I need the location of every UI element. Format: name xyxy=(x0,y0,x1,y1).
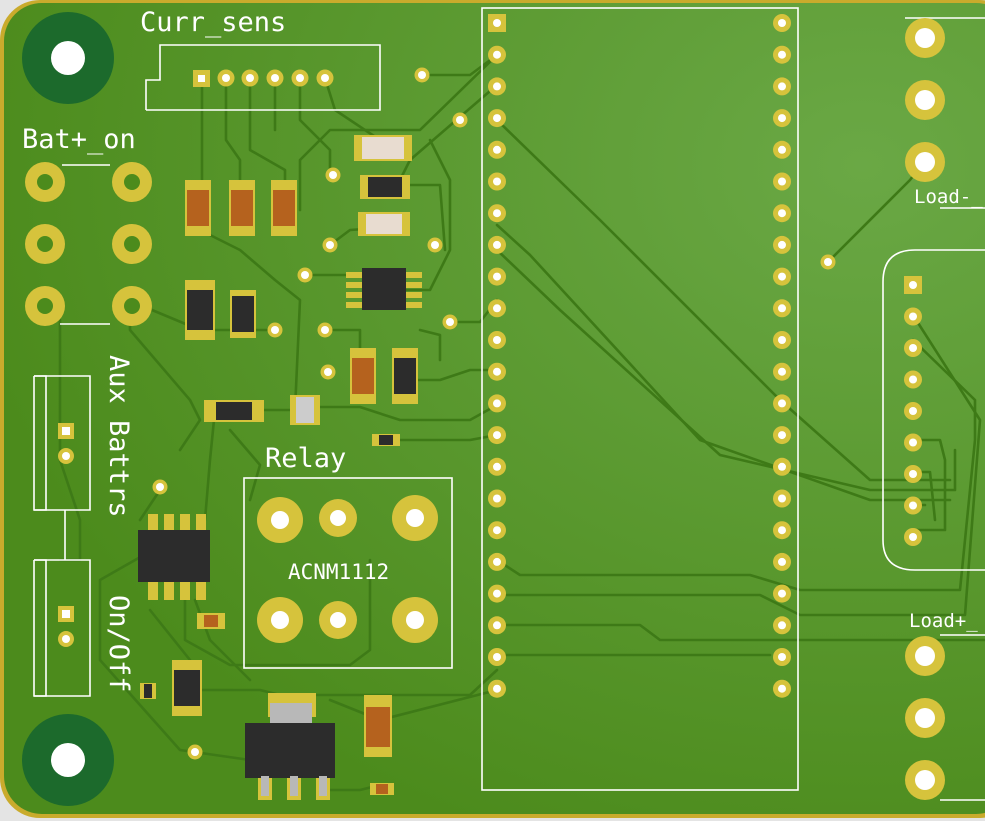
header-pin xyxy=(773,584,791,603)
header-pin xyxy=(488,14,506,32)
smd-resistors xyxy=(354,135,412,236)
ic-soic8-top xyxy=(346,268,422,310)
curr-sens-pins xyxy=(193,69,334,87)
via xyxy=(317,322,333,338)
header-pin xyxy=(488,521,506,540)
header-pin xyxy=(488,362,506,381)
load-minus-pads xyxy=(905,18,945,182)
header-pin xyxy=(773,394,791,413)
connector-pin xyxy=(904,465,922,483)
header-pin xyxy=(488,679,506,698)
via xyxy=(297,267,313,283)
vias xyxy=(152,67,836,760)
header-pin xyxy=(773,204,791,223)
header-pin xyxy=(773,679,791,698)
smd-capacitors xyxy=(185,180,392,757)
label-load-minus: Load-_ xyxy=(914,186,983,208)
header-pin xyxy=(488,45,506,64)
header-pin xyxy=(773,172,791,191)
header-pin xyxy=(488,172,506,191)
via xyxy=(442,314,458,330)
via xyxy=(267,322,283,338)
header-pin xyxy=(773,426,791,445)
header-pin xyxy=(773,14,791,32)
connector-pin xyxy=(904,339,922,357)
header-pin xyxy=(773,648,791,666)
header-pin xyxy=(488,299,506,318)
header-pin xyxy=(773,140,791,159)
header-pin xyxy=(773,235,791,254)
via xyxy=(427,237,443,253)
aux-battrs-pins xyxy=(58,423,74,464)
header-pin xyxy=(488,394,506,413)
connector-pin xyxy=(904,276,922,294)
via xyxy=(152,479,168,495)
header-pin xyxy=(488,489,506,508)
header-pin xyxy=(773,362,791,381)
connector-pins-right xyxy=(904,276,922,546)
header-pin xyxy=(488,77,506,96)
header-pin xyxy=(773,457,791,476)
connector-pin xyxy=(904,496,922,515)
ic-soic8-left xyxy=(138,514,210,600)
connector-pin xyxy=(904,370,922,389)
header-pin xyxy=(488,140,506,159)
header-pin xyxy=(488,648,506,666)
label-relay: Relay xyxy=(265,443,346,474)
header-pin xyxy=(773,489,791,508)
via xyxy=(325,167,341,183)
header-pin xyxy=(773,331,791,349)
header-pin xyxy=(773,616,791,635)
header-pins-left xyxy=(488,14,506,698)
via xyxy=(414,67,430,83)
label-bat-on: Bat+_on xyxy=(22,124,136,155)
via xyxy=(452,112,468,128)
header-pin xyxy=(488,267,506,286)
header-pin xyxy=(773,109,791,128)
silkscreen-outlines xyxy=(33,7,985,801)
header-pin xyxy=(488,552,506,571)
header-pin xyxy=(488,204,506,223)
ic-regulator xyxy=(245,693,335,800)
connector-pin xyxy=(904,402,922,420)
header-pin xyxy=(773,521,791,540)
header-pin xyxy=(488,584,506,603)
header-pin xyxy=(773,77,791,96)
header-pin xyxy=(488,235,506,254)
header-pins-right xyxy=(773,14,791,698)
connector-pin xyxy=(904,433,922,452)
header-pin xyxy=(488,616,506,635)
label-on-off: On/Off xyxy=(103,595,134,693)
label-load-plus: Load+_ xyxy=(909,610,978,632)
via xyxy=(187,744,203,760)
via xyxy=(820,254,836,270)
header-pin xyxy=(488,109,506,128)
header-pin xyxy=(488,426,506,445)
label-relay-part: ACNM1112 xyxy=(288,560,389,584)
header-pin xyxy=(488,331,506,349)
label-aux-battrs: Aux Battrs xyxy=(103,355,134,518)
connector-pin xyxy=(904,307,922,326)
via xyxy=(322,237,338,253)
load-plus-pads xyxy=(905,636,945,800)
via xyxy=(320,364,336,380)
header-pin xyxy=(773,45,791,64)
header-pin xyxy=(773,299,791,318)
header-pin xyxy=(773,267,791,286)
header-pin xyxy=(488,457,506,476)
relay-pads xyxy=(257,495,438,643)
mounting-hole-top-left xyxy=(22,12,114,104)
header-pin xyxy=(773,552,791,571)
smd-diodes xyxy=(140,175,418,795)
mounting-hole-bottom-left xyxy=(22,714,114,806)
connector-pin xyxy=(904,528,922,546)
on-off-pins xyxy=(58,606,74,647)
label-curr-sens: Curr_sens xyxy=(140,7,286,38)
